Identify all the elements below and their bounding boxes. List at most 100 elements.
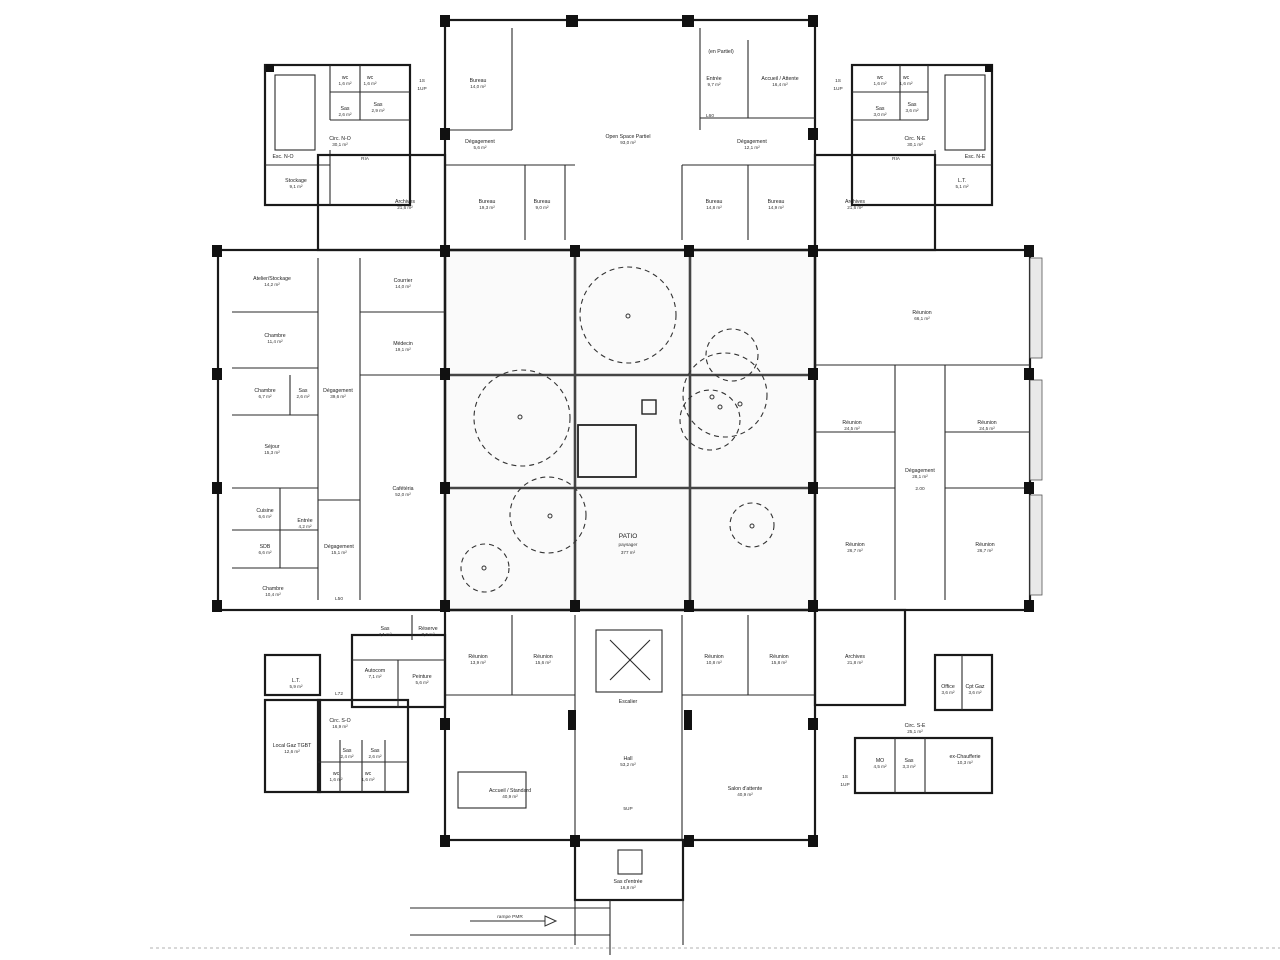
room-area: 16,4 m² bbox=[772, 82, 788, 87]
room-name: Autocom bbox=[365, 668, 385, 674]
room-area: 3,6 m² bbox=[421, 632, 434, 637]
room-name: Peinture bbox=[412, 674, 431, 680]
room-name: wc bbox=[903, 75, 910, 81]
room-name: Réserve bbox=[418, 626, 437, 632]
room-name: Escalier bbox=[619, 699, 638, 705]
room-name: Dégagement bbox=[465, 139, 495, 145]
room-name: Entrée bbox=[706, 76, 721, 82]
room-area: 15,8 m² bbox=[771, 660, 787, 665]
room-area: 19,3 m² bbox=[479, 205, 495, 210]
ne-annex bbox=[813, 63, 994, 252]
room-esc-no: Esc. N-O bbox=[272, 154, 293, 160]
room-name: Circ. N-O bbox=[329, 136, 351, 142]
room-name: Sas bbox=[374, 102, 383, 108]
room-name: wc bbox=[342, 75, 349, 81]
room-area: 28,1 m² bbox=[912, 474, 928, 479]
room-area: 30,1 m² bbox=[332, 142, 348, 147]
room-name: Réunion bbox=[975, 542, 994, 548]
room-circ-ne: Circ. N-E30,1 m² bbox=[904, 136, 926, 147]
room-name: Sas bbox=[299, 388, 308, 394]
room-area: 6,7 m² bbox=[258, 394, 271, 399]
room-name: wc bbox=[365, 771, 372, 777]
room-area: 14,9 m² bbox=[768, 205, 784, 210]
room-name: Réunion bbox=[769, 654, 788, 660]
room-circ-so: Circ. S-O16,9 m² bbox=[329, 718, 350, 729]
room-area: 12,6 m² bbox=[284, 749, 300, 754]
room-wc-ne2: wc1,6 m² bbox=[899, 75, 912, 86]
room-area: 5,1 m² bbox=[955, 184, 968, 189]
room-name: Courrier bbox=[394, 278, 413, 284]
room-area: 40,9 m² bbox=[502, 794, 518, 799]
room-name: Dégagement bbox=[905, 468, 935, 474]
east-wing bbox=[813, 248, 1043, 612]
room-name: Accueil / Standard bbox=[489, 788, 531, 794]
room-name: Archives bbox=[845, 654, 865, 660]
room-wc-sw1: wc1,6 m² bbox=[329, 771, 342, 782]
room-area: 6,6 m² bbox=[258, 514, 271, 519]
room-area: 5,6 m² bbox=[415, 680, 428, 685]
room-name: Bureau bbox=[470, 78, 487, 84]
room-area: 6,6 m² bbox=[258, 550, 271, 555]
room-name: Réunion bbox=[912, 310, 931, 316]
room-circ-se: Circ. S-E25,1 m² bbox=[905, 723, 926, 734]
room-area: 1,6 m² bbox=[361, 777, 374, 782]
room-name: Sas bbox=[381, 626, 390, 632]
room-area: 15,6 m² bbox=[535, 660, 551, 665]
room-name: Réunion bbox=[704, 654, 723, 660]
room-name: Cafétéria bbox=[392, 486, 413, 492]
room-name: Accueil / Attente bbox=[761, 76, 798, 82]
note-l50-sw: L50 bbox=[335, 596, 343, 602]
room-area: 3,6 m² bbox=[968, 690, 981, 695]
note-ria-nw: RIA bbox=[361, 156, 370, 162]
room-area: 24,5 m² bbox=[844, 426, 860, 431]
room-name: Médecin bbox=[393, 341, 413, 347]
room-name: Réunion bbox=[533, 654, 552, 660]
room-area: 93,0 m² bbox=[620, 140, 636, 145]
room-name: L.T. bbox=[292, 678, 300, 684]
room-area: 2,6 m² bbox=[296, 394, 309, 399]
room-name: Open Space Partiel bbox=[606, 134, 651, 140]
room-wc-ne1: wc1,6 m² bbox=[873, 75, 886, 86]
room-area: 16,9 m² bbox=[332, 724, 348, 729]
room-name: Atelier/Stockage bbox=[253, 276, 291, 282]
room-name: Séjour bbox=[265, 444, 280, 450]
room-name: Sas bbox=[876, 106, 885, 112]
nw-annex bbox=[263, 63, 447, 252]
room-area: 21,6 m² bbox=[847, 205, 863, 210]
room-wc-nw2: wc1,6 m² bbox=[363, 75, 376, 86]
room-name: Sas d'entrée bbox=[614, 879, 643, 885]
room-name: Archives bbox=[845, 199, 865, 205]
room-area: 11,4 m² bbox=[267, 339, 283, 344]
note-200: 2.00 bbox=[915, 486, 925, 492]
room-name: Dégagement bbox=[323, 388, 353, 394]
room-name: Sas bbox=[343, 748, 352, 754]
room-name: L.T. bbox=[958, 178, 966, 184]
room-name: wc bbox=[333, 771, 340, 777]
room-name: Office bbox=[941, 684, 955, 690]
room-area: 13,9 m² bbox=[470, 660, 486, 665]
room-name: (en Partiel) bbox=[708, 49, 734, 55]
room-name: Sas bbox=[908, 102, 917, 108]
